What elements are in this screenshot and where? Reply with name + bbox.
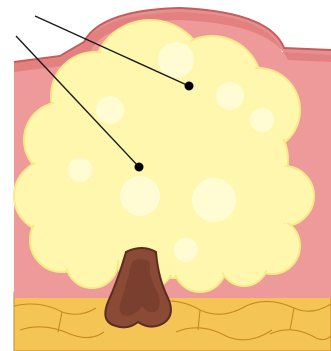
callout-dot-1 bbox=[185, 82, 194, 91]
mass-highlight bbox=[96, 96, 124, 124]
mass-highlight bbox=[192, 178, 236, 222]
callout-dot-2 bbox=[135, 163, 144, 172]
mass-highlight bbox=[68, 158, 92, 182]
mass-highlight bbox=[158, 42, 194, 78]
fat-layer bbox=[14, 292, 331, 351]
mass-lobe-fill bbox=[223, 241, 265, 283]
mass-highlight bbox=[250, 108, 274, 132]
mass-lobe-fill bbox=[69, 239, 115, 285]
mass-highlight bbox=[174, 238, 198, 262]
mass-highlight bbox=[216, 82, 244, 110]
mass-highlight bbox=[120, 176, 160, 216]
